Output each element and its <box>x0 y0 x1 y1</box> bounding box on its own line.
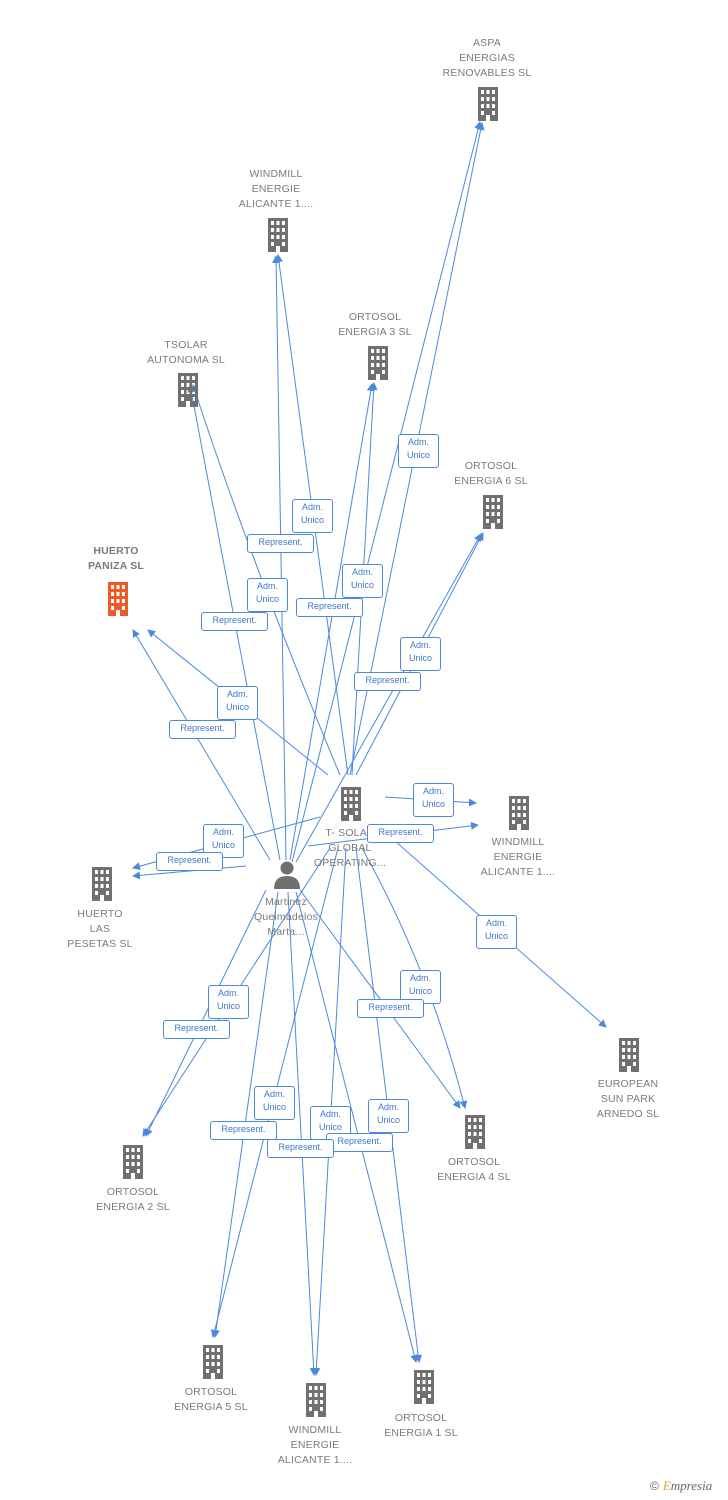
building-icon[interactable] <box>504 796 534 830</box>
node-label-european: EUROPEAN SUN PARK ARNEDO SL <box>596 1078 660 1120</box>
node-label-ortosol3: ORTOSOL ENERGIA 3 SL <box>338 311 412 338</box>
building-icon[interactable] <box>478 495 508 529</box>
edge-label-adm-unico: Adm. Unico <box>413 783 454 817</box>
edge-label-represent: Represent. <box>357 999 424 1018</box>
edge-label-adm-unico: Adm. Unico <box>292 499 333 533</box>
edge-person-ortosol2 <box>145 889 267 1137</box>
edge-label-adm-unico: Adm. Unico <box>217 686 258 720</box>
node-label-ortosol4: ORTOSOL ENERGIA 4 SL <box>437 1156 511 1183</box>
edge-label-represent: Represent. <box>354 672 421 691</box>
edge-label-adm-unico: Adm. Unico <box>398 434 439 468</box>
edge-person-ortosol5 <box>212 891 279 1338</box>
edge-tsolar-tsolar <box>191 384 341 776</box>
node-label-windmill-right: WINDMILL ENERGIE ALICANTE 1.... <box>480 836 556 878</box>
node-label-ortosol1: ORTOSOL ENERGIA 1 SL <box>384 1412 458 1439</box>
node-label-windmill-bottom: WINDMILL ENERGIE ALICANTE 1.... <box>277 1424 353 1466</box>
edge-label-adm-unico: Adm. Unico <box>247 578 288 612</box>
copyright-symbol: © <box>650 1479 659 1493</box>
building-icon[interactable] <box>460 1115 490 1149</box>
edge-label-represent: Represent. <box>201 612 268 631</box>
node-label-tsolar: TSOLAR AUTONOMA SL <box>147 339 225 366</box>
node-label-aspa: ASPA ENERGIAS RENOVABLES SL <box>442 37 532 79</box>
building-icon[interactable] <box>173 373 203 407</box>
building-icon[interactable] <box>614 1038 644 1072</box>
node-label-person: Martinez Queimadelos Marta... <box>253 896 319 938</box>
edge-label-represent: Represent. <box>169 720 236 739</box>
edge-label-adm-unico: Adm. Unico <box>342 564 383 598</box>
edge-label-adm-unico: Adm. Unico <box>400 637 441 671</box>
edge-label-adm-unico: Adm. Unico <box>208 985 249 1019</box>
edge-person-ortosol1 <box>295 891 419 1363</box>
edge-label-adm-unico: Adm. Unico <box>368 1099 409 1133</box>
edge-label-represent: Represent. <box>367 824 434 843</box>
person-icon[interactable] <box>272 859 302 889</box>
edge-label-represent: Represent. <box>163 1020 230 1039</box>
building-icon[interactable] <box>118 1145 148 1179</box>
edge-person-pesetas <box>132 865 247 880</box>
edge-person-windmill-bottom <box>287 891 318 1376</box>
edge-label-adm-unico: Adm. Unico <box>476 915 517 949</box>
edge-label-represent: Represent. <box>210 1121 277 1140</box>
building-icon[interactable] <box>263 218 293 252</box>
edge-label-represent: Represent. <box>296 598 363 617</box>
edge-label-adm-unico: Adm. Unico <box>400 970 441 1004</box>
building-icon[interactable] <box>336 787 366 821</box>
edge-label-adm-unico: Adm. Unico <box>254 1086 295 1120</box>
building-icon[interactable] <box>473 87 503 121</box>
edge-label-represent: Represent. <box>326 1133 393 1152</box>
brand-logo[interactable]: Empresia <box>663 1478 712 1494</box>
node-label-ortosol6: ORTOSOL ENERGIA 6 SL <box>454 460 528 487</box>
node-label-windmill-top: WINDMILL ENERGIE ALICANTE 1.... <box>238 168 314 210</box>
edge-person-aspa <box>291 121 483 863</box>
building-icon[interactable] <box>301 1383 331 1417</box>
brand-logo-initial: E <box>662 1478 671 1493</box>
building-icon[interactable] <box>103 582 133 616</box>
edge-person-ortosol3 <box>289 383 375 861</box>
edge-person-paniza <box>132 629 271 861</box>
node-label-huerto-paniza: HUERTO PANIZA SL <box>87 545 145 572</box>
building-icon[interactable] <box>363 346 393 380</box>
footer-brand: © Empresia <box>650 1478 712 1494</box>
node-label-ortosol2: ORTOSOL ENERGIA 2 SL <box>96 1186 170 1213</box>
node-label-tsolar-global: T- SOLAR GLOBAL OPERATING... <box>313 827 387 869</box>
edge-person-ortosol6 <box>295 533 482 863</box>
edge-person-windmill-top <box>272 255 287 861</box>
edge-label-represent: Represent. <box>247 534 314 553</box>
brand-logo-rest: mpresia <box>670 1478 713 1493</box>
node-label-ortosol5: ORTOSOL ENERGIA 5 SL <box>174 1386 248 1413</box>
edge-label-represent: Represent. <box>267 1139 334 1158</box>
edge-label-represent: Represent. <box>156 852 223 871</box>
building-icon[interactable] <box>87 867 117 901</box>
node-label-huerto-pesetas: HUERTO LAS PESETAS SL <box>67 908 133 950</box>
building-icon[interactable] <box>409 1370 439 1404</box>
building-icon[interactable] <box>198 1345 228 1379</box>
